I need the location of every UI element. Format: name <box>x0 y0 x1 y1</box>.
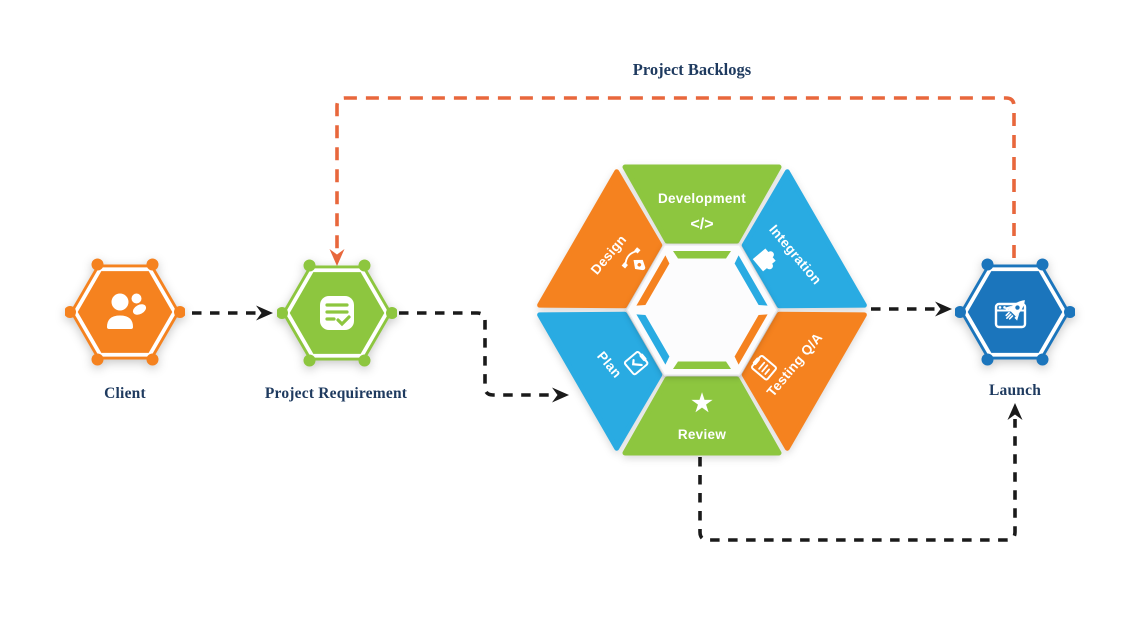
code-icon: </> <box>690 216 713 233</box>
svg-text:Development: Development <box>658 191 746 206</box>
star-icon: ★ <box>691 390 713 417</box>
task-list-icon <box>320 296 354 330</box>
connector-wheel-to-launch <box>871 301 952 317</box>
arrowhead-right <box>552 387 569 403</box>
hexagon-shape <box>65 258 185 366</box>
connector-review-to-launch <box>698 403 1023 542</box>
arrowhead-up <box>1007 403 1023 420</box>
arrowhead-right <box>256 305 273 321</box>
project-backlogs-label: Project Backlogs <box>632 60 752 79</box>
arrowhead-right <box>935 301 952 317</box>
node-launch <box>955 258 1075 366</box>
pen-tool-icon <box>621 247 646 271</box>
project-requirement-label: Project Requirement <box>264 385 408 402</box>
wheel-center <box>626 244 778 376</box>
connector-requirement-to-wheel <box>399 311 569 403</box>
segment-review-content: ★ Review <box>678 390 727 442</box>
arrowhead-down <box>329 249 345 266</box>
rocket-launch-icon <box>994 300 1027 329</box>
node-client <box>65 258 185 366</box>
node-project-requirement <box>277 259 397 367</box>
center-strip-top <box>673 251 731 259</box>
connector-project-backlogs <box>329 96 1016 266</box>
puzzle-icon <box>752 248 776 272</box>
clipboard-check-icon <box>623 351 649 376</box>
segment-development-content: Development </> <box>658 191 746 233</box>
svg-text:Review: Review <box>678 427 727 442</box>
center-strip-bottom <box>673 361 731 369</box>
process-wheel: Development </> Integration Testing Q/A … <box>532 155 872 465</box>
client-label: Client <box>104 385 146 402</box>
users-icon <box>107 293 147 329</box>
launch-label: Launch <box>988 382 1042 399</box>
test-checklist-icon <box>751 354 777 381</box>
connector-client-to-requirement <box>192 305 273 321</box>
